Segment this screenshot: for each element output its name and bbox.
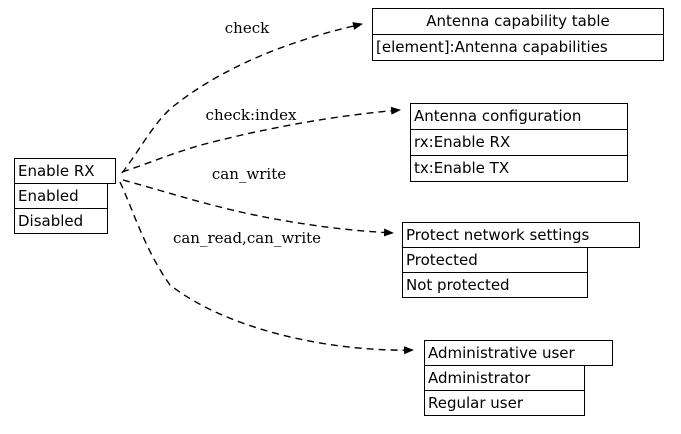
node-antenna-capability-table-header[interactable]: Antenna capability table (372, 8, 664, 35)
edge-can-write-line (122, 179, 394, 237)
node-antenna-configuration[interactable]: Antenna configuration rx:Enable RX tx:En… (410, 103, 628, 182)
edge-can-read-can-write-line (119, 181, 414, 355)
node-enable-rx-row-enabled[interactable]: Enabled (14, 183, 108, 209)
edge-can-read-can-write: can_read,can_write (119, 181, 414, 355)
node-protect-network-settings-header[interactable]: Protect network settings (402, 222, 640, 248)
node-enable-rx-row-disabled[interactable]: Disabled (14, 208, 108, 234)
edge-check-line (121, 22, 363, 174)
edge-check-index: check:index (121, 106, 401, 173)
edge-check-index-line (121, 106, 401, 173)
node-administrative-user-row-administrator[interactable]: Administrator (424, 365, 585, 391)
edge-can-read-can-write-label: can_read,can_write (173, 229, 321, 247)
edge-check: check (121, 19, 363, 174)
node-enable-rx-header[interactable]: Enable RX (14, 158, 116, 184)
node-protect-network-settings[interactable]: Protect network settings Protected Not p… (402, 222, 640, 298)
node-antenna-configuration-header[interactable]: Antenna configuration (410, 103, 628, 130)
node-protect-network-settings-row-protected[interactable]: Protected (402, 247, 588, 273)
node-administrative-user[interactable]: Administrative user Administrator Regula… (424, 340, 613, 416)
edge-check-label: check (225, 19, 270, 37)
node-administrative-user-header[interactable]: Administrative user (424, 340, 613, 366)
node-protect-network-settings-row-not-protected[interactable]: Not protected (402, 272, 588, 298)
node-antenna-capability-table-row-element[interactable]: [element]:Antenna capabilities (372, 34, 664, 61)
node-administrative-user-row-regular-user[interactable]: Regular user (424, 390, 585, 416)
edge-check-index-label: check:index (206, 106, 297, 124)
node-enable-rx[interactable]: Enable RX Enabled Disabled (14, 158, 116, 234)
node-antenna-capability-table[interactable]: Antenna capability table [element]:Anten… (372, 8, 664, 61)
node-antenna-configuration-row-rx[interactable]: rx:Enable RX (410, 129, 628, 156)
edge-can-write-label: can_write (212, 165, 286, 183)
node-antenna-configuration-row-tx[interactable]: tx:Enable TX (410, 155, 628, 182)
edge-can-write: can_write (122, 165, 394, 237)
